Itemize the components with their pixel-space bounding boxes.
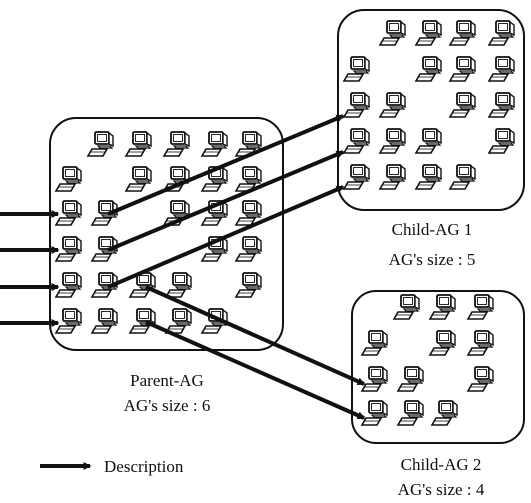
computer-icon [343,164,370,190]
computer-icon [397,400,424,426]
parent-ag-size: AG's size : 6 [123,396,211,415]
computer-icon [488,56,515,82]
computer-icon [163,131,190,157]
child-ag-1-box [337,9,525,211]
computer-icon [397,366,424,392]
child-ag-2-label: Child-AG 2 [400,455,482,474]
computer-icon [343,128,370,154]
computer-icon [488,20,515,46]
computer-icon [55,272,82,298]
computer-icon [467,294,494,320]
migration-arrow [107,185,345,289]
child-ag-1-size: AG's size : 5 [388,250,476,269]
computer-icon [379,164,406,190]
computer-icon [415,20,442,46]
computer-icon [55,308,82,334]
computer-icon [449,164,476,190]
child-ag-2-box [351,290,525,444]
child-ag-1-label: Child-AG 1 [391,220,473,239]
child-ag-2-size: AG's size : 4 [397,480,485,499]
migration-arrow [107,150,345,252]
migration-arrow [145,285,366,386]
computer-icon [55,200,82,226]
legend-label: Description [104,457,184,476]
parent-ag-box [49,117,284,351]
computer-icon [91,308,118,334]
migration-arrow [145,320,366,420]
computer-icon [449,56,476,82]
computer-icon [87,131,114,157]
computer-icon [415,56,442,82]
computer-icon [379,92,406,118]
computer-icon [467,366,494,392]
parent-ag-label: Parent-AG [130,371,204,390]
computer-icon [415,164,442,190]
computer-icon [55,166,82,192]
migration-arrow [107,114,345,216]
computer-icon [165,308,192,334]
computer-icon [125,166,152,192]
computer-icon [129,308,156,334]
computer-icon [393,294,420,320]
computer-icon [235,236,262,262]
computer-icon [449,92,476,118]
computer-icon [55,236,82,262]
computer-icon [235,272,262,298]
computer-icon [467,330,494,356]
computer-icon [488,92,515,118]
computer-icon [125,131,152,157]
computer-icon [165,272,192,298]
computer-icon [361,366,388,392]
computer-icon [361,330,388,356]
computer-icon [488,128,515,154]
computer-icon [449,20,476,46]
computer-icon [343,56,370,82]
computer-icon [361,400,388,426]
computer-icon [429,294,456,320]
computer-icon [201,131,228,157]
computer-icon [415,128,442,154]
computer-icon [343,92,370,118]
computer-icon [379,128,406,154]
computer-icon [379,20,406,46]
computer-icon [429,330,456,356]
computer-icon [431,400,458,426]
